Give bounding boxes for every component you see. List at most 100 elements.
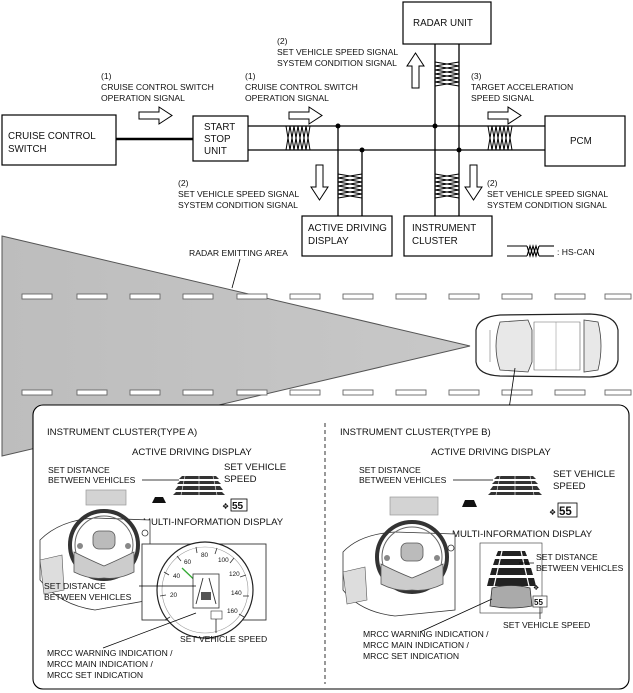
active-driving-display-label-2: DISPLAY: [308, 236, 349, 247]
type-b-multi-info-label: MULTI-INFORMATION DISPLAY: [452, 529, 593, 540]
type-b-active-display-label: ACTIVE DRIVING DISPLAY: [431, 447, 551, 458]
signal-1-number: (1): [101, 71, 112, 81]
type-a-speedometer-labels: 20 40 60 80 100 120 140 160: [170, 552, 242, 615]
type-a-speed-value: 55: [232, 501, 244, 512]
hs-can-legend: : HS-CAN: [507, 244, 595, 258]
signal-3-number: (3): [471, 71, 482, 81]
cruise-control-switch-label-1: CRUISE CONTROL: [8, 131, 96, 142]
type-b-set-distance-label-2: BETWEEN VEHICLES: [359, 475, 447, 485]
type-b-mid-distance-label-1: SET DISTANCE: [536, 552, 598, 562]
start-stop-unit-label-1: START: [204, 122, 235, 133]
signal-3-line-1: TARGET ACCELERATION: [471, 82, 573, 92]
type-b-speed-readout: ❖ 55: [549, 502, 578, 518]
junction-dot: [456, 147, 462, 153]
gauge-tick-label: 20: [170, 592, 178, 599]
type-a-steering-wheel-icon: [39, 509, 151, 611]
signal-2-top-number: (2): [277, 36, 288, 46]
type-a-set-vehicle-speed-label: SET VEHICLE SPEED: [180, 634, 267, 644]
type-b-mid-mrcc-icon: ❖: [533, 585, 539, 592]
type-a-set-speed-label-2: SPEED: [224, 474, 257, 485]
radar-unit-label: RADAR UNIT: [413, 18, 473, 29]
signal-3-line-2: SPEED SIGNAL: [471, 93, 534, 103]
junction-dot: [359, 147, 365, 153]
type-b-mrcc-leader: [419, 598, 493, 633]
cruise-control-switch-box: [1, 114, 117, 166]
type-a-title: INSTRUMENT CLUSTER(TYPE A): [47, 427, 197, 438]
arrow-down-icon: [464, 164, 483, 201]
signal-1-line-2: OPERATION SIGNAL: [101, 93, 185, 103]
type-a-multi-info-label: MULTI-INFORMATION DISPLAY: [143, 517, 284, 528]
type-a-speed-readout: ❖ 55: [222, 498, 248, 512]
type-a-set-distance-label-2: BETWEEN VEHICLES: [48, 475, 136, 485]
type-b-lead-vehicle-icon: [462, 500, 477, 507]
signal-2-left-number: (2): [178, 178, 189, 188]
gauge-tick-label: 140: [231, 590, 242, 597]
arrow-right-icon: [487, 106, 522, 125]
signal-1b-number: (1): [245, 71, 256, 81]
type-b-title: INSTRUMENT CLUSTER(TYPE B): [340, 427, 491, 438]
twisted-pair-icon: [434, 61, 460, 87]
junction-dot: [432, 123, 438, 129]
signal-1-line-1: CRUISE CONTROL SWITCH: [101, 82, 214, 92]
twisted-pair-icon: [337, 173, 363, 199]
twisted-pair-icon: [487, 125, 513, 151]
type-b-set-distance-label-1: SET DISTANCE: [359, 465, 421, 475]
type-b-set-speed-label-2: SPEED: [553, 481, 586, 492]
start-stop-unit-box: [192, 115, 249, 162]
type-b-mrcc-mini-icon: ❖: [549, 508, 556, 517]
signal-2-right-line-1: SET VEHICLE SPEED SIGNAL: [487, 189, 608, 199]
instrument-cluster-box: [403, 215, 493, 257]
type-a-active-display-label: ACTIVE DRIVING DISPLAY: [132, 447, 252, 458]
type-a-distance-bar-lines: [180, 475, 218, 496]
type-b-set-vehicle-speed-label: SET VEHICLE SPEED: [503, 620, 590, 630]
gauge-tick-label: 80: [201, 552, 209, 559]
type-a-set-distance-label-1: SET DISTANCE: [48, 465, 110, 475]
lane-marking-top: [21, 293, 632, 300]
type-a-mid-lane-lines: [195, 577, 217, 605]
vehicle-to-panel-leader: [508, 367, 516, 410]
signal-2-left-line-1: SET VEHICLE SPEED SIGNAL: [178, 189, 299, 199]
signal-1b-line-2: OPERATION SIGNAL: [245, 93, 329, 103]
type-b-mid-speed-value: 55: [534, 598, 543, 607]
gauge-tick-label: 40: [173, 573, 181, 580]
signal-2-left-line-2: SYSTEM CONDITION SIGNAL: [178, 200, 298, 210]
type-b-mid-vehicle-icon: [489, 585, 533, 609]
radar-emitting-area: [1, 235, 471, 457]
radar-unit-box: [402, 1, 492, 45]
cruise-control-switch-label-2: SWITCH: [8, 144, 47, 155]
gauge-tick-label: 160: [227, 608, 238, 615]
type-a-mid-distance-label-1: SET DISTANCE: [44, 581, 106, 591]
radar-area-leader: [231, 258, 241, 289]
junction-dot: [335, 123, 341, 129]
type-a-lead-vehicle-icon: [152, 497, 166, 503]
start-stop-unit-label-3: UNIT: [204, 146, 227, 157]
signal-2-top-line-2: SYSTEM CONDITION SIGNAL: [277, 58, 397, 68]
type-b-mrcc-label-2: MRCC MAIN INDICATION /: [363, 640, 469, 650]
type-a-speedometer-ticks: [159, 546, 249, 621]
gauge-tick-label: 120: [229, 571, 240, 578]
type-a-mrcc-label-2: MRCC MAIN INDICATION /: [47, 659, 153, 669]
type-b-hud-blank: [389, 496, 439, 516]
type-b-mid-distance-bars: [487, 551, 536, 586]
active-driving-display-box: [301, 215, 393, 257]
twisted-pair-icon: [434, 173, 460, 199]
type-a-mrcc-mini-icon: ❖: [222, 502, 229, 511]
signal-2-right-number: (2): [487, 178, 498, 188]
type-b-speed-value: 55: [559, 506, 572, 518]
lane-marking-bottom: [21, 389, 632, 396]
type-a-mid-speed: [210, 610, 223, 620]
pcm-label: PCM: [570, 136, 592, 147]
type-a-hud-blank: [85, 489, 127, 506]
type-b-distance-bar-lines: [495, 475, 535, 496]
radar-emitting-area-label: RADAR EMITTING AREA: [189, 248, 288, 258]
type-a-mid-distance-label-2: BETWEEN VEHICLES: [44, 592, 132, 602]
gauge-tick-label: 60: [184, 559, 192, 566]
signal-2-top-line-1: SET VEHICLE SPEED SIGNAL: [277, 47, 398, 57]
type-b-mrcc-label-1: MRCC WARNING INDICATION /: [363, 629, 489, 639]
signal-2-right-line-2: SYSTEM CONDITION SIGNAL: [487, 200, 607, 210]
twisted-pair-icon: [285, 125, 311, 151]
instrument-cluster-label-1: INSTRUMENT: [412, 223, 476, 234]
type-b-steering-wheel-icon: [342, 520, 456, 617]
type-a-mrcc-label-3: MRCC SET INDICATION: [47, 670, 143, 680]
